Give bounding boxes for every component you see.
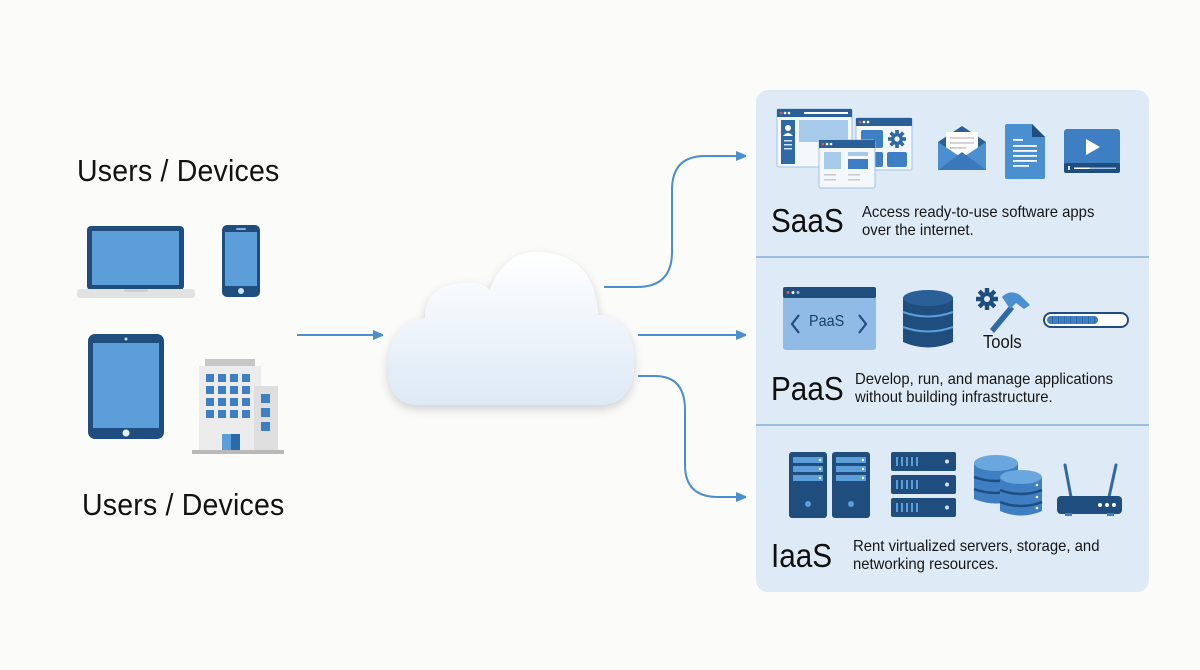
code-window-label: PaaS [809,313,845,330]
arrow-cloud-to-saas [604,156,745,288]
tower-server-icon [789,452,827,518]
laptop-icon [77,224,195,300]
gear-hammer-icon [976,287,1034,333]
divider-paas-iaas [756,424,1149,426]
tablet-icon [87,333,165,440]
office-building-icon [192,357,284,455]
tier-desc-iaas-line1: Rent virtualized servers, storage, and [853,538,1100,555]
tier-desc-paas-line2: without building infrastructure. [855,389,1053,406]
cloud-icon [380,245,645,415]
tier-name-iaas: IaaS [771,537,833,574]
divider-saas-paas [756,256,1149,258]
video-player-icon [1064,129,1120,173]
tools-label: Tools [983,332,1022,352]
storage-cylinders-icon [973,455,1044,519]
tier-name-saas: SaaS [771,202,844,239]
tier-name-paas: PaaS [771,370,844,407]
tier-desc-saas-line1: Access ready-to-use software apps [862,204,1095,221]
build-progress-bar [1043,312,1129,328]
code-window-icon [783,287,876,350]
users-devices-heading-top: Users / Devices [77,153,280,188]
tier-desc-paas-line1: Develop, run, and manage applications [855,371,1114,388]
arrow-cloud-to-iaas [638,375,745,497]
router-icon [1057,463,1122,519]
web-app-windows-icon [776,108,913,190]
tower-server-icon [832,452,870,518]
document-icon [1005,124,1045,179]
users-devices-heading-bottom: Users / Devices [82,487,285,522]
email-icon [936,124,988,172]
build-progress-fill [1047,316,1098,324]
tier-desc-iaas-line2: networking resources. [853,556,999,573]
rack-server-icon [891,452,956,518]
smartphone-icon [221,224,261,298]
database-icon [902,290,954,350]
tier-desc-saas-line2: over the internet. [862,222,974,239]
